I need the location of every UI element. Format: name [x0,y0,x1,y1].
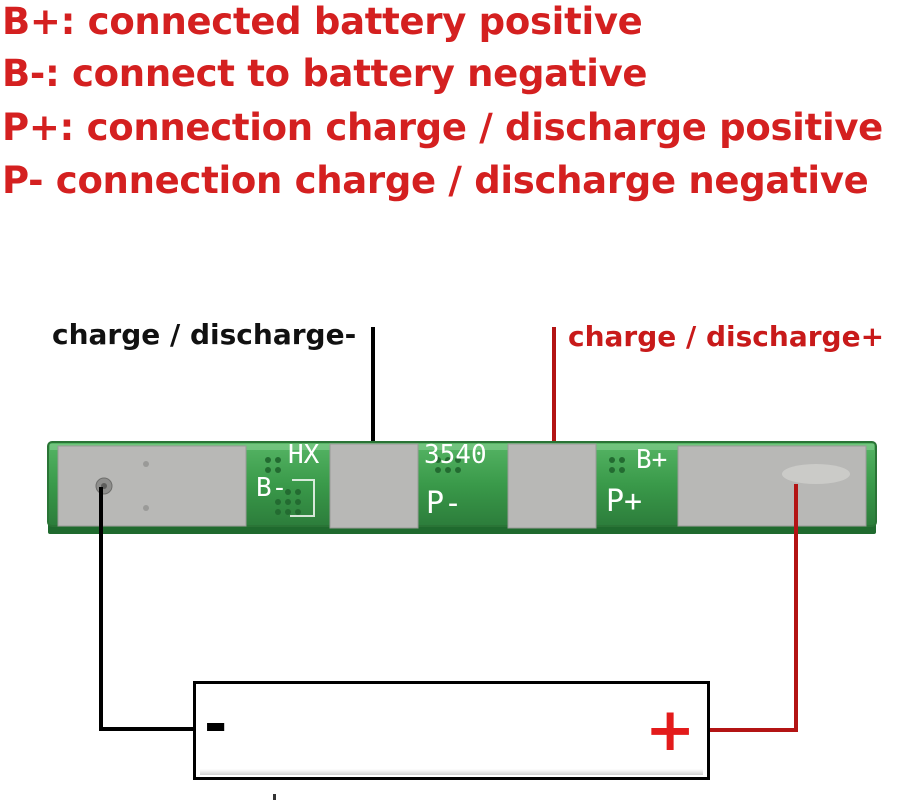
pad-p-plus [507,443,597,529]
board-label-b-plus: B+ [636,445,668,475]
callout-charge-discharge-negative: charge / discharge- [52,318,357,351]
pointer-line-positive [552,327,556,477]
battery-cell [193,681,710,780]
wire-negative-horizontal [99,727,195,731]
legend-line-p-plus: P+: connection charge / discharge positi… [2,106,883,149]
legend-line-p-minus: P- connection charge / discharge negativ… [2,159,869,202]
silkscreen-trace-b-minus [290,479,315,517]
pad-b-minus [57,445,247,527]
pcb-body [47,441,877,527]
pointer-line-negative [371,327,375,479]
wire-positive-horizontal [708,728,798,732]
protection-board [47,441,877,534]
board-label-p-plus: P+ [606,484,643,519]
board-label-hx: HX [288,440,320,470]
board-label-3540: 3540 [424,440,487,470]
via-cluster-mid [435,457,461,473]
pad-p-minus [329,443,419,529]
callout-charge-discharge-positive: charge / discharge+ [568,320,885,353]
battery-negative-sign: - [204,692,228,757]
wire-negative-vertical [99,487,103,731]
legend-line-b-minus: B-: connect to battery negative [2,52,648,95]
pad-b-plus [677,445,867,527]
via-cluster-left [265,457,301,515]
board-label-b-minus: B- [256,473,288,503]
pcb-highlight [50,444,874,450]
battery-positive-sign: + [645,695,696,765]
legend-line-b-plus: B+: connected battery positive [2,0,643,43]
wire-positive-vertical [794,484,798,732]
via-cluster-right [609,457,625,473]
board-label-p-minus: P- [426,486,463,521]
battery-tick-mark [273,794,276,800]
battery-bottom-shadow [200,769,703,775]
